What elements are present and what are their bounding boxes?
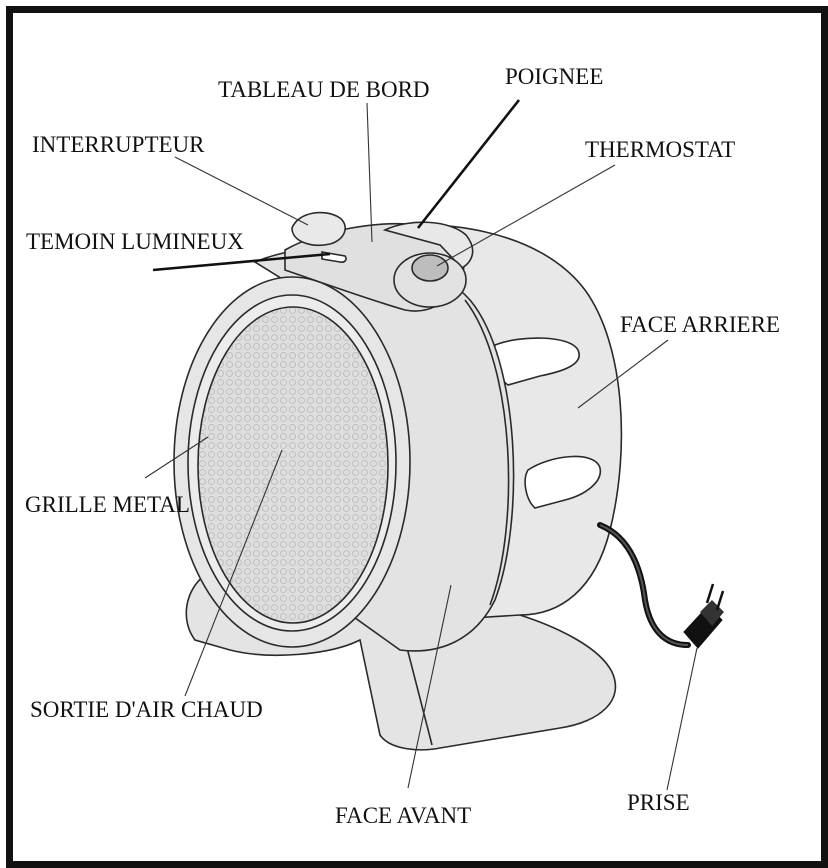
power-plug [683,583,725,649]
label-face-arriere: FACE ARRIERE [620,312,780,337]
power-cord [597,522,691,648]
label-prise: PRISE [627,790,690,815]
label-poignee: POIGNEE [505,64,603,89]
handle [382,221,474,270]
power-switch [291,211,346,246]
thermostat-knob [411,254,449,282]
heater-top-controls [284,211,474,312]
label-sortie-air-chaud: SORTIE D'AIR CHAUD [30,697,263,722]
heater-front-face [173,276,411,648]
label-grille-metal: GRILLE METAL [25,492,190,517]
label-face-avant: FACE AVANT [335,803,471,828]
leader-lines [144,99,698,791]
label-thermostat: THERMOSTAT [585,137,735,162]
metal-grille [197,306,389,624]
rear-vent-slot [524,455,601,509]
label-interrupteur: INTERRUPTEUR [32,132,205,157]
label-temoin-lumineux: TEMOIN LUMINEUX [26,229,244,254]
label-tableau-de-bord: TABLEAU DE BORD [218,77,430,102]
